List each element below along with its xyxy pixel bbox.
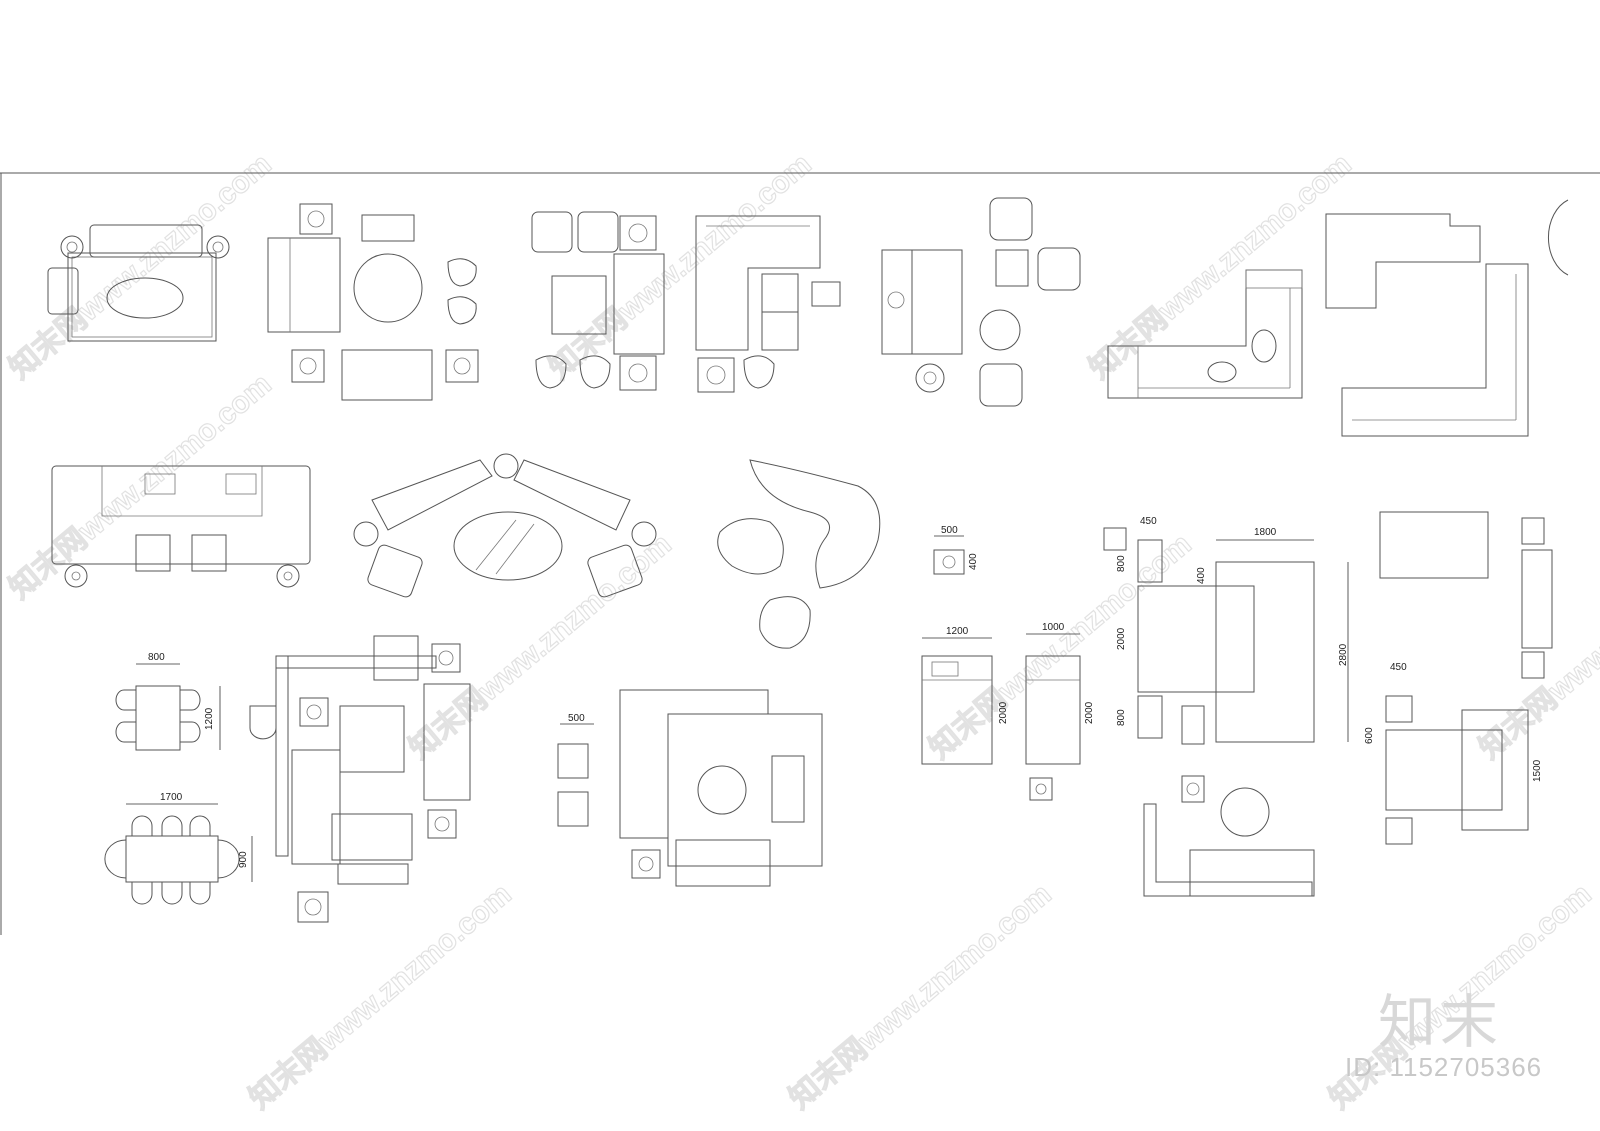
dimension-label: 1200 [946,626,969,637]
dimension-label: 2800 [1338,643,1349,666]
dimension-label: 1800 [1254,527,1277,538]
living-set-round-table [267,203,479,401]
dimension-label: 500 [941,525,958,536]
dimension-label: 1700 [160,792,183,803]
dimension-label: 500 [568,713,585,724]
double-bed-1800: 450 800 2000 800 400 1800 2800 [1103,516,1349,897]
dimension-label: 800 [1116,709,1127,726]
angled-sofa-set [353,453,657,598]
living-set-square-table [531,211,665,391]
long-sofa-set [51,465,311,588]
dimension-label: 2000 [1116,627,1127,650]
dimension-label: 900 [238,851,249,868]
l-sofa-living-set [619,689,823,887]
dimension-label: 2000 [1084,701,1095,724]
side-table-small: 500 400 [933,525,979,575]
single-bed-1200: 1200 2000 [921,626,1009,765]
dimension-label: 450 [1140,516,1157,527]
watermark: 知末网www.znzmo.com [243,878,517,1116]
resource-id: ID: 1152705366 [1345,1052,1543,1082]
l-sofa-corner-b [1325,213,1529,437]
dimension-label: 400 [1196,567,1207,584]
dimension-label: 450 [1390,662,1407,673]
watermark: 知末网www.znzmo.com [1083,148,1357,386]
brand-logo: 知末 [1378,988,1503,1056]
living-set-rug [47,224,230,342]
single-bed-1000: 1000 2000 [1025,622,1095,801]
dimension-label: 1000 [1042,622,1065,633]
living-set-corner [275,635,471,923]
l-sofa-corner-a [1107,269,1303,399]
dimension-label: 800 [1116,555,1127,572]
dimension-label: 800 [148,652,165,663]
dimension-label: 1500 [1532,759,1543,782]
watermark-layer: 知末网www.znzmo.com 知末网www.znzmo.com 知末网www… [3,147,1600,1116]
sofa-armchair-set [881,197,1081,407]
watermark: 知末网www.znzmo.com [3,148,277,386]
nightstand-pair: 500 [557,713,594,827]
sheet-frame [0,172,1600,935]
dimension-label: 400 [968,553,979,570]
dimension-label: 1200 [204,707,215,730]
l-sofa-with-tables [695,215,841,393]
bed-1500-set: 450 600 1500 [1364,511,1553,845]
watermark: 知末网www.znzmo.com [783,878,1057,1116]
dimension-label: 600 [1364,727,1375,744]
dining-table-4: 800 1200 [115,652,277,751]
curved-sofa-set [717,459,881,649]
dining-table-6: 1700 900 [104,792,253,905]
dimension-label: 2000 [998,701,1009,724]
watermark: 知末网www.znzmo.com [3,368,277,606]
